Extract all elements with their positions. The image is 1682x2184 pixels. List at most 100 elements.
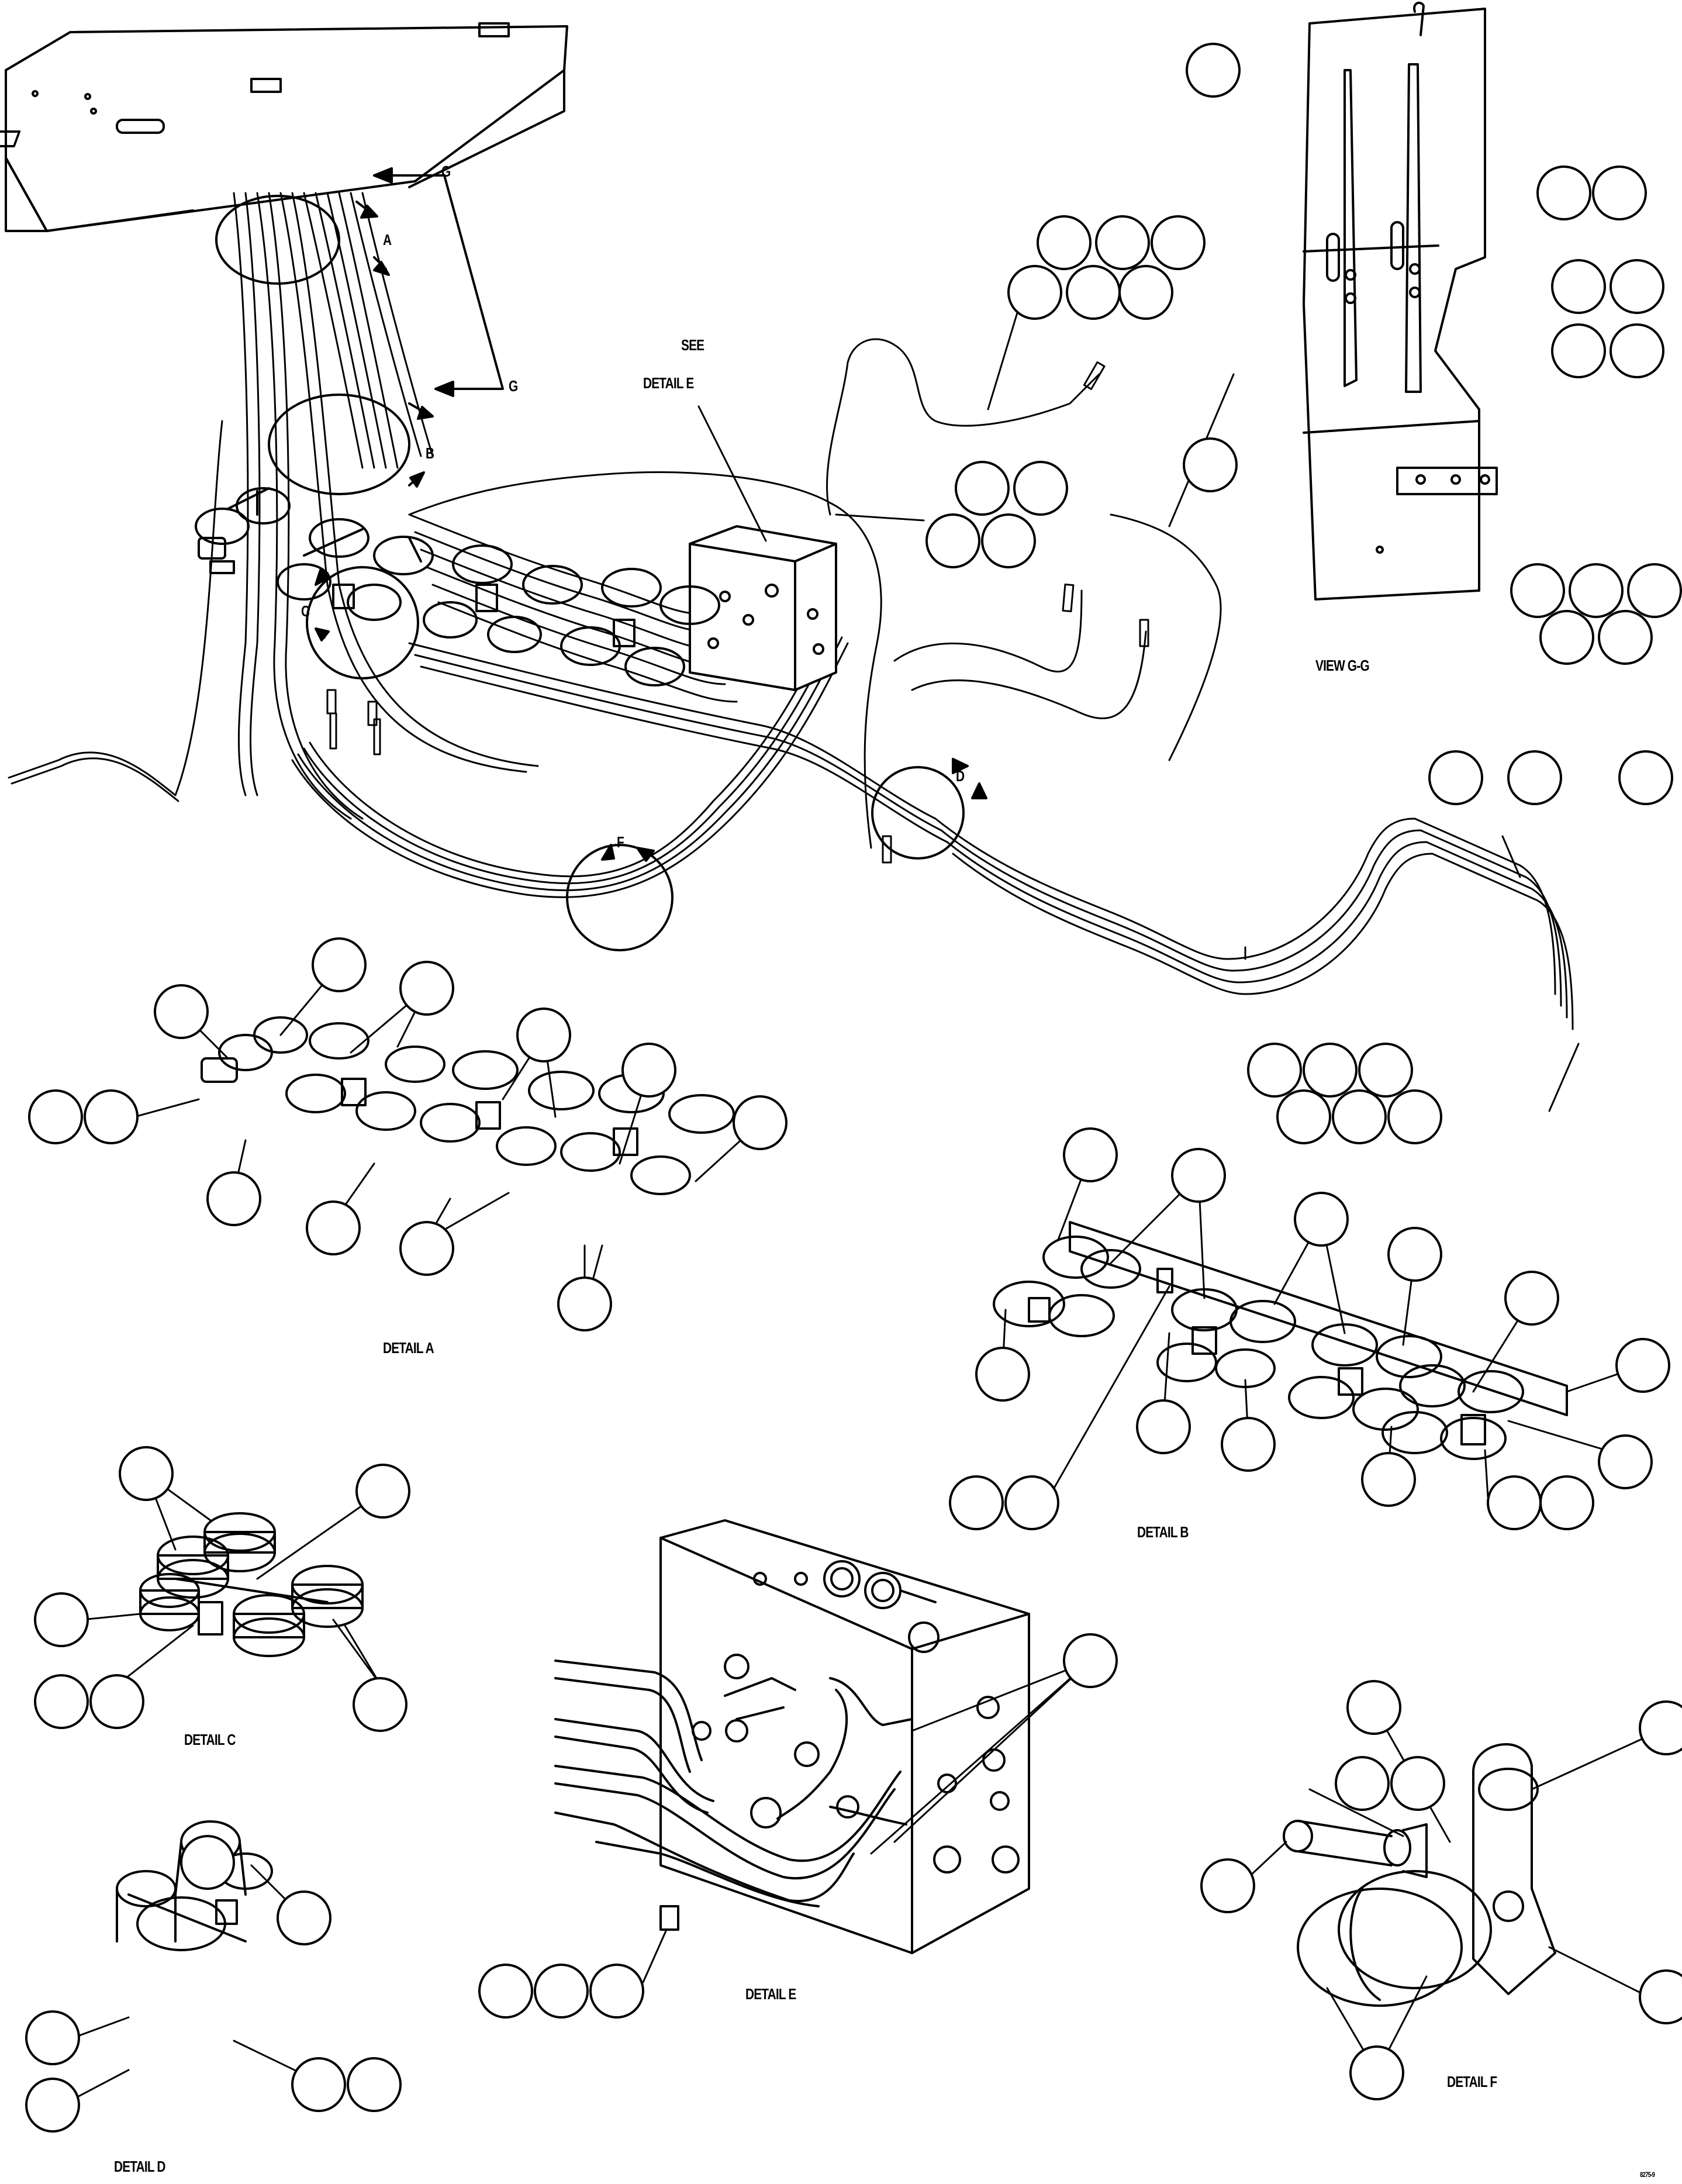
- item-balloon: [1387, 1227, 1442, 1282]
- item-balloon: [1037, 215, 1092, 270]
- item-balloon: [1007, 265, 1062, 320]
- item-balloon: [1066, 265, 1121, 320]
- item-balloon: [1592, 165, 1647, 220]
- item-balloon: [306, 1200, 361, 1255]
- detail-c-parts: [139, 1512, 364, 1657]
- detail-e-leaders: [642, 1659, 1092, 1983]
- item-balloon: [1536, 165, 1591, 220]
- item-balloon: [1615, 1338, 1670, 1393]
- label-detail-f: DETAIL F: [1447, 2073, 1497, 2090]
- item-balloon: [1118, 265, 1173, 320]
- mounting-bracket: [0, 22, 568, 232]
- item-balloon: [312, 937, 367, 992]
- item-balloon: [1618, 750, 1673, 805]
- item-balloon: [1294, 1192, 1349, 1247]
- label-detail-e: DETAIL E: [745, 1985, 796, 2003]
- label-view-gg: VIEW G-G: [1315, 657, 1370, 674]
- detail-f-leaders: [1238, 1706, 1667, 2074]
- item-balloon: [955, 461, 1010, 516]
- view-arrows: [315, 167, 987, 862]
- hose-bundle: [8, 192, 1574, 1030]
- item-balloon: [347, 2057, 402, 2112]
- detail-b-parts: [993, 1221, 1568, 1460]
- label-f: F: [617, 833, 624, 851]
- item-balloon: [981, 513, 1036, 568]
- item-balloon: [154, 984, 209, 1039]
- item-balloon: [534, 1964, 589, 2019]
- label-detail-a: DETAIL A: [383, 1339, 434, 1357]
- item-balloon: [25, 2010, 80, 2065]
- item-balloon: [621, 1043, 676, 1098]
- figure-id: 8275-9: [1640, 2171, 1655, 2179]
- item-balloon: [1013, 461, 1068, 516]
- item-balloon: [1332, 1089, 1387, 1144]
- item-balloon: [1598, 1434, 1653, 1489]
- item-balloon: [1346, 1680, 1401, 1735]
- item-balloon: [25, 2078, 80, 2133]
- item-balloon: [1504, 1271, 1559, 1326]
- item-balloon: [1095, 215, 1150, 270]
- valve-block-small: [689, 525, 837, 691]
- item-balloon: [1487, 1475, 1542, 1530]
- item-balloon: [1507, 750, 1562, 805]
- item-balloon: [1186, 43, 1241, 98]
- item-balloon: [1428, 750, 1483, 805]
- item-balloon: [206, 1171, 261, 1226]
- item-balloon: [925, 513, 980, 568]
- view-gg-plate: [1303, 1, 1498, 601]
- item-balloon: [1276, 1089, 1331, 1144]
- item-balloon: [180, 1835, 235, 1890]
- label-c: C: [301, 602, 310, 620]
- item-balloon: [1349, 2045, 1404, 2100]
- item-balloon: [1136, 1399, 1191, 1454]
- item-balloon: [1303, 1043, 1358, 1098]
- item-balloon: [1539, 1475, 1594, 1530]
- item-balloon: [1221, 1417, 1276, 1472]
- item-balloon: [1171, 1148, 1226, 1203]
- item-balloon: [277, 1890, 331, 1945]
- item-balloon: [34, 1674, 89, 1729]
- item-balloon: [1335, 1756, 1390, 1811]
- detail-d-leaders: [72, 1864, 320, 2100]
- item-balloon: [733, 1095, 788, 1150]
- item-balloon: [975, 1347, 1030, 1402]
- item-balloon: [1551, 323, 1606, 378]
- item-balloon: [478, 1964, 533, 2019]
- item-balloon: [516, 1008, 571, 1062]
- item-balloon: [1200, 1858, 1255, 1913]
- item-balloon: [1151, 215, 1206, 270]
- item-balloon: [1390, 1756, 1445, 1811]
- detail-a-clamps: [195, 487, 720, 686]
- detail-circles: [215, 195, 965, 951]
- item-balloon: [89, 1674, 144, 1729]
- item-balloon: [1247, 1043, 1302, 1098]
- item-balloon: [355, 1464, 410, 1519]
- label-detail-c: DETAIL C: [184, 1731, 236, 1748]
- item-balloon: [1183, 437, 1238, 492]
- label-see: SEE: [681, 336, 704, 354]
- item-balloon: [84, 1089, 139, 1144]
- label-g-bottom: G: [509, 377, 518, 395]
- item-balloon: [399, 1221, 454, 1276]
- item-balloon: [399, 961, 454, 1016]
- item-balloon: [1358, 1043, 1413, 1098]
- item-balloon: [28, 1089, 83, 1144]
- detail-f-parts: [1283, 1743, 1556, 2007]
- item-balloon: [949, 1475, 1004, 1530]
- item-balloon: [1004, 1475, 1059, 1530]
- item-balloon: [1627, 563, 1682, 618]
- label-detail-b: DETAIL B: [1137, 1523, 1189, 1541]
- label-detail-d: DETAIL D: [114, 2158, 165, 2175]
- item-balloon: [1598, 610, 1653, 665]
- item-balloon: [1539, 610, 1594, 665]
- item-balloons: [25, 43, 1682, 2133]
- valve-block-large: [554, 1519, 1030, 1954]
- item-balloon: [589, 1964, 644, 2019]
- item-balloon: [353, 1677, 407, 1732]
- item-balloon: [119, 1446, 174, 1501]
- item-balloon: [1610, 259, 1664, 314]
- item-balloon: [1063, 1127, 1118, 1182]
- item-balloon: [557, 1276, 612, 1331]
- item-balloon: [1510, 563, 1565, 618]
